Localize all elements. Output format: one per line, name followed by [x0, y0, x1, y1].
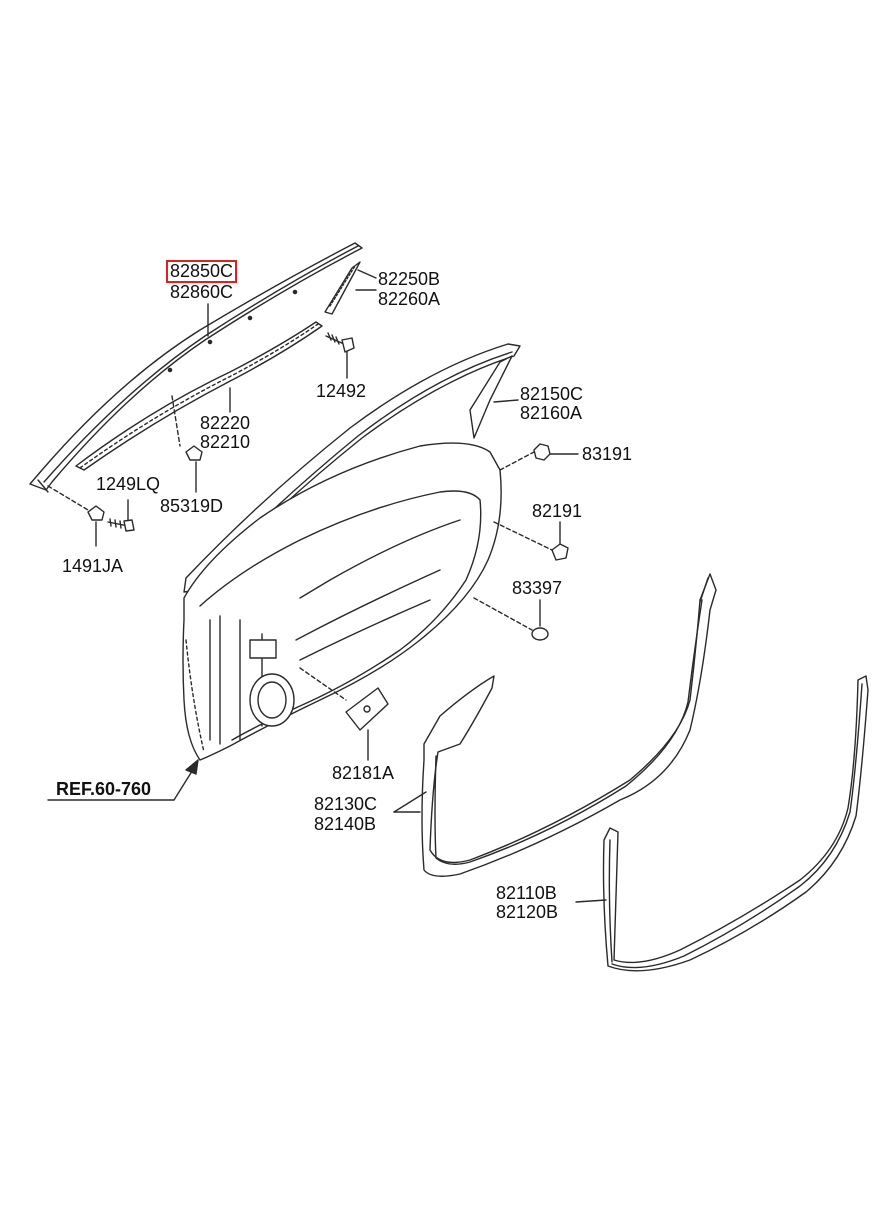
part-number-82160a[interactable]: 82160A [520, 403, 583, 423]
part-number-82130c[interactable]: 82130C [314, 794, 378, 814]
part-number-82250b[interactable]: 82250B [378, 269, 441, 289]
part-number-82220[interactable]: 82220 [200, 413, 251, 433]
part-number-82260a[interactable]: 82260A [378, 289, 441, 309]
door-frame-moulding[interactable] [29, 242, 363, 493]
part-number-83397[interactable]: 83397 [512, 578, 563, 598]
part-number-82140b[interactable]: 82140B [314, 814, 377, 834]
screw-icon[interactable] [325, 332, 355, 353]
bolt-icon[interactable] [107, 518, 135, 532]
part-number-82110b[interactable]: 82110B [496, 883, 557, 903]
plug-83191-icon[interactable] [533, 443, 551, 461]
ref-pointer-arrow [47, 759, 199, 801]
belt-weatherstrip[interactable] [75, 321, 323, 471]
part-number-85319d[interactable]: 85319D [160, 496, 224, 516]
clip-1491ja-icon[interactable] [87, 505, 105, 521]
reference-label[interactable]: REF.60-760 [56, 779, 152, 799]
glass-run-channel[interactable] [324, 261, 361, 315]
door-inner-panel[interactable] [182, 442, 502, 761]
part-number-82120b[interactable]: 82120B [496, 902, 559, 922]
part-number-82210[interactable]: 82210 [200, 432, 251, 452]
door-weatherstrip[interactable] [421, 573, 717, 877]
leader-lines [195, 269, 607, 903]
part-number-83191[interactable]: 83191 [582, 444, 633, 464]
part-number-82850c[interactable]: 82850C [165, 260, 238, 283]
plug-82191-icon[interactable] [551, 543, 569, 561]
part-number-1491ja[interactable]: 1491JA [62, 556, 124, 576]
part-number-12492[interactable]: 12492 [316, 381, 367, 401]
part-number-82860c[interactable]: 82860C [170, 282, 234, 302]
hole-cover[interactable] [345, 687, 389, 731]
part-number-82181a[interactable]: 82181A [332, 763, 395, 783]
plug-83397-icon[interactable] [531, 627, 549, 641]
clip-icon[interactable] [185, 445, 203, 461]
body-weatherstrip[interactable] [602, 675, 869, 972]
part-number-82150c[interactable]: 82150C [520, 384, 584, 404]
part-number-82191[interactable]: 82191 [532, 501, 583, 521]
part-number-1249lq[interactable]: 1249LQ [96, 474, 161, 494]
